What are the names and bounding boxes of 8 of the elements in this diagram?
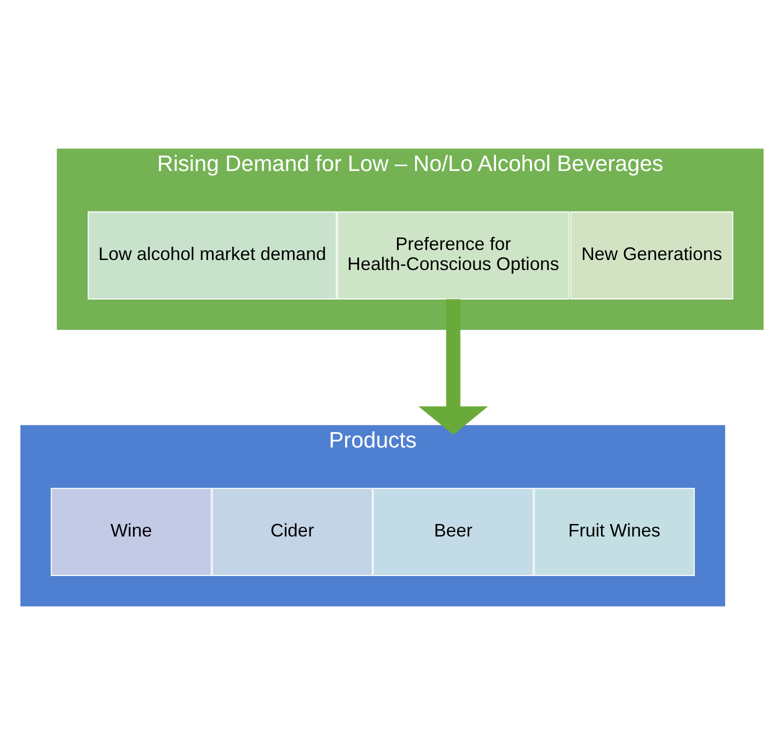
node-box: Low alcohol market demand: [88, 210, 337, 300]
node-box: Cider: [212, 487, 373, 576]
node-box: Wine: [50, 487, 212, 576]
node-box: Preference for Health-Conscious Options: [336, 210, 570, 300]
node-box: Beer: [372, 487, 534, 576]
arrow: [418, 298, 488, 434]
node-box: Fruit Wines: [534, 487, 695, 576]
node-box: New Generations: [570, 210, 734, 300]
